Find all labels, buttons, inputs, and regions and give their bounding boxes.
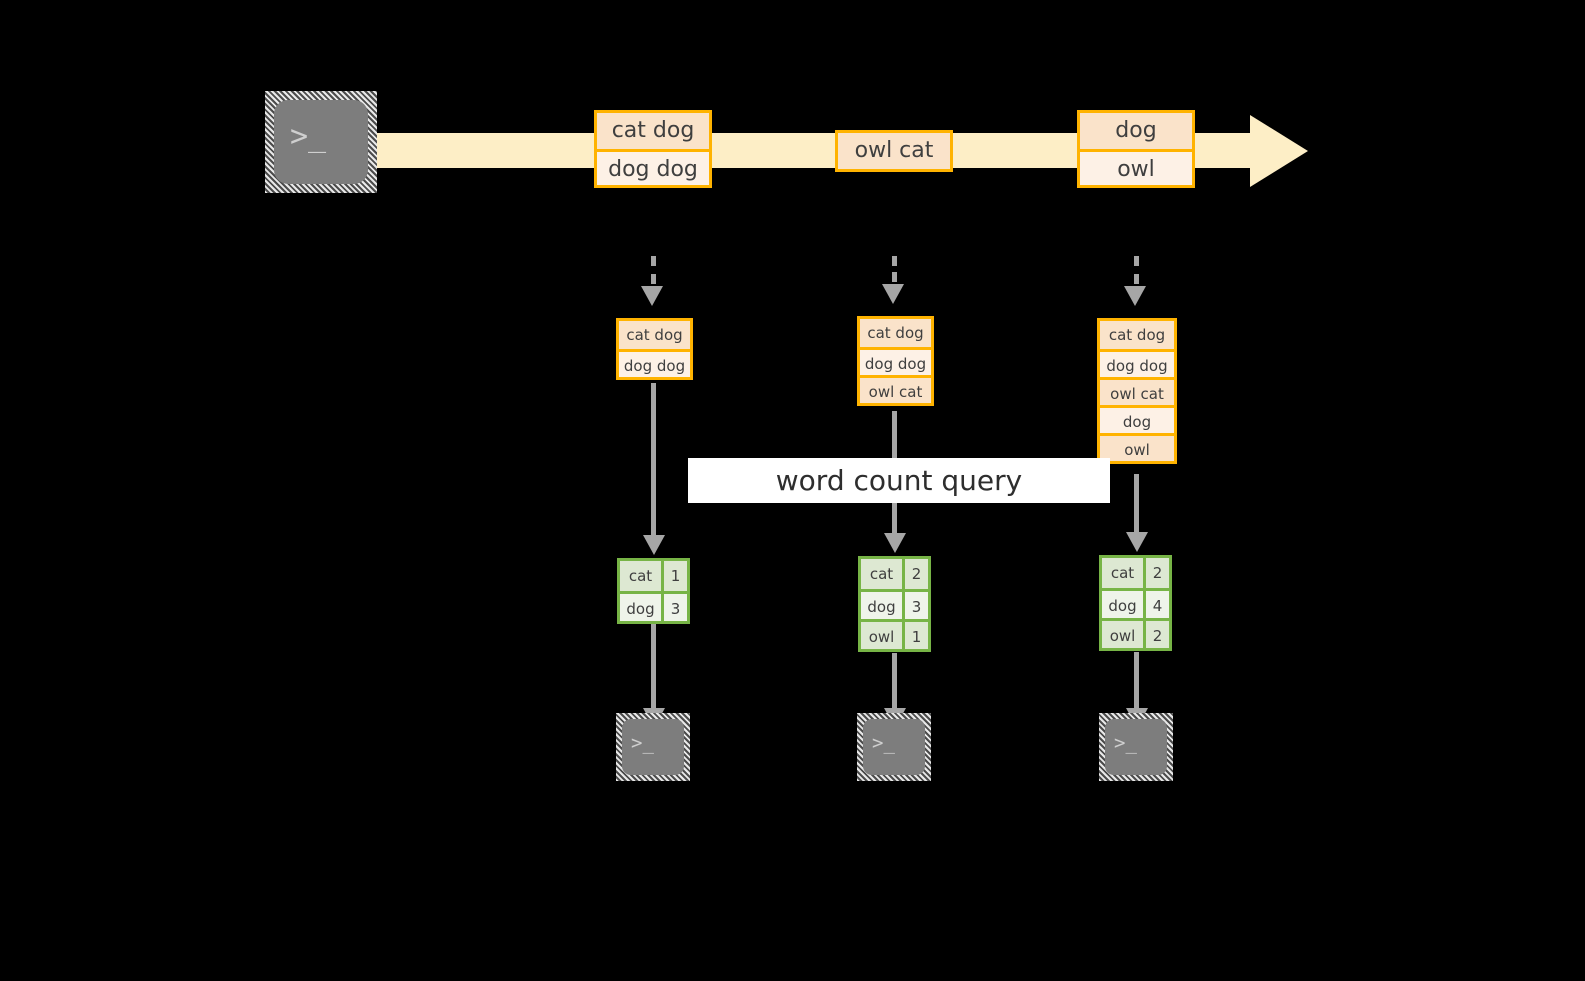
count-row: dog 3	[861, 589, 928, 619]
count-row: cat 2	[1102, 558, 1169, 588]
stream-record-1: cat dog dog dog	[594, 110, 712, 188]
snapshot-2-count-table: cat 2 dog 3 owl 1	[858, 556, 931, 652]
snapshot-1-count-table: cat 1 dog 3	[617, 558, 690, 624]
count-word: cat	[1102, 558, 1146, 588]
stream-record-line: owl	[1080, 149, 1192, 185]
query-flow-line-1	[651, 383, 656, 543]
terminal-prompt-icon: >_	[872, 732, 895, 754]
sink-terminal-icon-2: >_	[857, 713, 931, 781]
source-terminal-icon: >_	[265, 91, 377, 193]
count-value: 2	[1152, 627, 1163, 645]
terminal-screen: >_	[622, 719, 684, 775]
snapshot-2-accumulated-table: cat dog dog dog owl cat	[857, 316, 934, 406]
stream-record-line: cat dog	[597, 113, 709, 149]
event-stream-arrowhead	[1250, 115, 1308, 187]
count-value: 4	[1152, 597, 1163, 615]
count-word: owl	[1102, 621, 1146, 648]
count-value: 3	[670, 600, 681, 618]
accumulated-line: owl cat	[1100, 377, 1174, 405]
record-tap-line-1	[651, 256, 656, 284]
record-tap-arrowhead-3	[1124, 286, 1146, 306]
query-flow-arrowhead-3	[1126, 532, 1148, 552]
record-tap-line-2	[892, 256, 897, 282]
count-value: 3	[911, 598, 922, 616]
sink-flow-line-2	[892, 653, 897, 716]
accumulated-line: dog	[1100, 405, 1174, 433]
count-row: owl 2	[1102, 618, 1169, 648]
accumulated-line: dog dog	[1100, 349, 1174, 377]
count-word: dog	[620, 594, 664, 621]
terminal-prompt-icon: >_	[631, 732, 654, 754]
sink-flow-line-1	[651, 624, 656, 716]
count-row: dog 3	[620, 591, 687, 621]
stream-record-line: dog	[1080, 113, 1192, 149]
terminal-screen: >_	[863, 719, 925, 775]
query-flow-arrowhead-1	[643, 535, 665, 555]
count-value: 1	[911, 628, 922, 646]
terminal-prompt-icon: >_	[290, 119, 327, 154]
count-value: 1	[670, 567, 681, 585]
count-word: owl	[861, 622, 905, 649]
record-tap-arrowhead-2	[882, 284, 904, 304]
accumulated-line: cat dog	[860, 319, 931, 347]
sink-flow-line-3	[1134, 652, 1139, 716]
query-flow-line-3	[1134, 474, 1139, 540]
record-tap-line-3	[1134, 256, 1139, 284]
count-value: 2	[911, 565, 922, 583]
count-word: cat	[620, 561, 664, 591]
count-word: dog	[1102, 591, 1146, 618]
count-row: dog 4	[1102, 588, 1169, 618]
stream-record-line: owl cat	[838, 133, 950, 169]
query-label: word count query	[688, 458, 1110, 503]
sink-terminal-icon-1: >_	[616, 713, 690, 781]
accumulated-line: cat dog	[619, 321, 690, 349]
stream-record-2: owl cat	[835, 130, 953, 172]
snapshot-1-accumulated-table: cat dog dog dog	[616, 318, 693, 380]
count-word: cat	[861, 559, 905, 589]
terminal-prompt-icon: >_	[1114, 732, 1137, 754]
count-value: 2	[1152, 564, 1163, 582]
record-tap-arrowhead-1	[641, 286, 663, 306]
sink-terminal-icon-3: >_	[1099, 713, 1173, 781]
count-row: cat 2	[861, 559, 928, 589]
count-row: cat 1	[620, 561, 687, 591]
terminal-screen: >_	[274, 100, 368, 184]
accumulated-line: owl	[1100, 433, 1174, 461]
accumulated-line: owl cat	[860, 375, 931, 403]
count-row: owl 1	[861, 619, 928, 649]
snapshot-3-accumulated-table: cat dog dog dog owl cat dog owl	[1097, 318, 1177, 464]
terminal-screen: >_	[1105, 719, 1167, 775]
count-word: dog	[861, 592, 905, 619]
query-flow-arrowhead-2	[884, 533, 906, 553]
stream-record-3: dog owl	[1077, 110, 1195, 188]
accumulated-line: cat dog	[1100, 321, 1174, 349]
accumulated-line: dog dog	[860, 347, 931, 375]
accumulated-line: dog dog	[619, 349, 690, 377]
snapshot-3-count-table: cat 2 dog 4 owl 2	[1099, 555, 1172, 651]
stream-record-line: dog dog	[597, 149, 709, 185]
